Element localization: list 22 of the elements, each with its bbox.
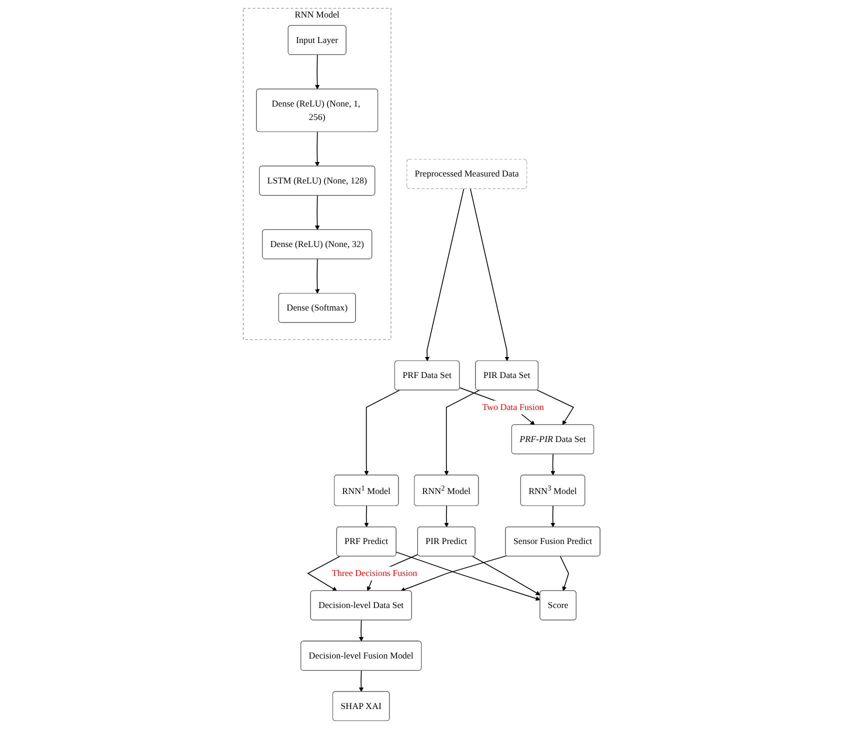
arrow	[314, 258, 320, 294]
arrow	[314, 54, 320, 90]
arrow	[444, 390, 480, 476]
arrow	[314, 195, 320, 230]
arrow	[470, 188, 510, 362]
arrow	[444, 506, 449, 528]
edge-label: Three Decisions Fusion	[332, 568, 417, 578]
arrow	[550, 454, 556, 476]
arrow	[364, 390, 400, 476]
arrow	[306, 556, 340, 592]
arrow	[550, 506, 556, 528]
arrow	[364, 506, 369, 528]
arrow	[560, 556, 569, 592]
arrow	[400, 555, 507, 592]
arrow	[472, 556, 540, 596]
arrow	[396, 552, 540, 601]
arrow	[424, 188, 464, 362]
arrow	[314, 132, 320, 166]
edge-label: Two Data Fusion	[482, 402, 544, 412]
arrow	[358, 620, 364, 642]
arrow	[358, 670, 364, 692]
arrow	[536, 390, 574, 426]
